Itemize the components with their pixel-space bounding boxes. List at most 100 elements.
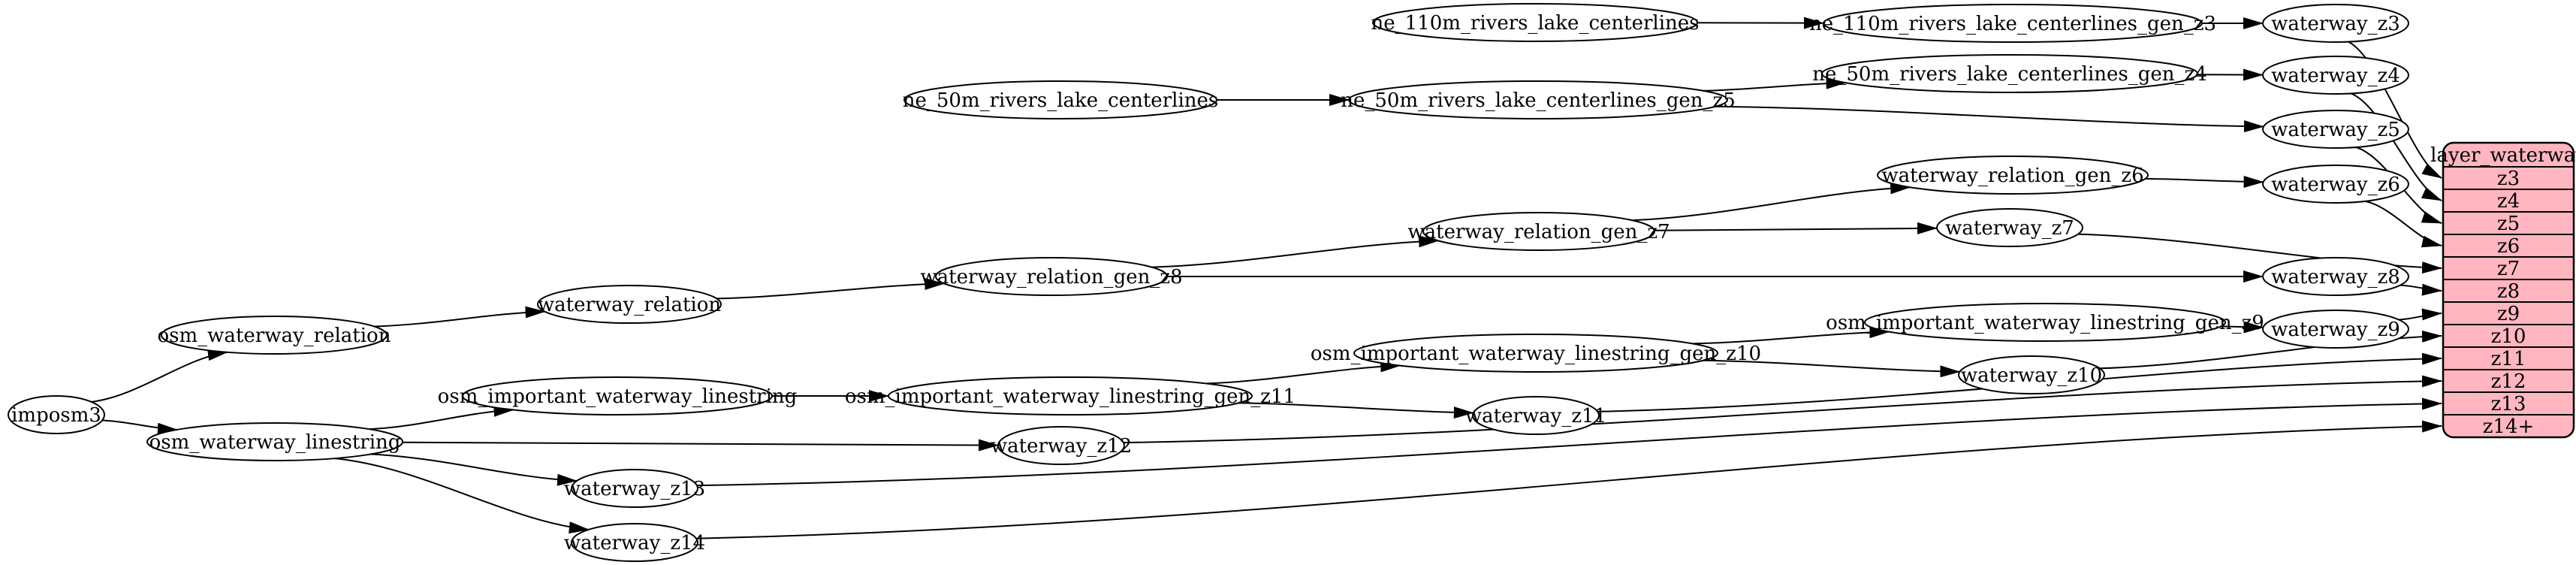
node-label-ne_110m_rivers_lake_centerlines_gen_z3: ne_110m_rivers_lake_centerlines_gen_z3 bbox=[1809, 13, 2216, 35]
node-label-waterway_z8: waterway_z8 bbox=[2271, 266, 2400, 289]
table-row-z10: z10 bbox=[2491, 325, 2526, 348]
edge-waterway_relation_gen_z8-to-waterway_relation_gen_z7 bbox=[1151, 235, 1440, 268]
node-waterway_relation_gen_z6: waterway_relation_gen_z6 bbox=[1877, 156, 2149, 195]
node-label-osm_important_waterway_linestring: osm_important_waterway_linestring bbox=[438, 385, 798, 408]
node-label-waterway_z10: waterway_z10 bbox=[1961, 364, 2102, 387]
node-label-imposm3: imposm3 bbox=[11, 404, 101, 427]
edge-osm_important_waterway_linestring_gen_z11-to-waterway_z11 bbox=[1238, 402, 1474, 419]
node-ne_50m_rivers_lake_centerlines_gen_z4: ne_50m_rivers_lake_centerlines_gen_z4 bbox=[1812, 54, 2207, 93]
node-waterway_z9: waterway_z9 bbox=[2262, 310, 2409, 349]
edge-osm_waterway_relation-to-waterway_relation bbox=[374, 306, 546, 328]
node-waterway_z12: waterway_z12 bbox=[991, 426, 1132, 465]
edge-osm_waterway_linestring-to-waterway_z12 bbox=[402, 439, 999, 452]
table-row-z12: z12 bbox=[2491, 370, 2526, 393]
node-label-ne_50m_rivers_lake_centerlines: ne_50m_rivers_lake_centerlines bbox=[903, 89, 1218, 112]
node-label-ne_110m_rivers_lake_centerlines: ne_110m_rivers_lake_centerlines bbox=[1371, 12, 1699, 35]
edge-ne_50m_rivers_lake_centerlines_gen_z5-to-waterway_z5 bbox=[1715, 105, 2264, 133]
nodes: imposm3 osm_waterway_relation osm_waterway… bbox=[8, 3, 2409, 562]
node-waterway_z6: waterway_z6 bbox=[2262, 165, 2409, 204]
node-waterway_relation_gen_z8: waterway_relation_gen_z8 bbox=[920, 257, 1183, 296]
table-row-z11: z11 bbox=[2491, 348, 2526, 370]
node-waterway_z11: waterway_z11 bbox=[1465, 396, 1606, 435]
table-row-z9: z9 bbox=[2497, 303, 2520, 325]
edge-osm_waterway_linestring-to-waterway_z14 bbox=[334, 458, 590, 534]
table-row-z3: z3 bbox=[2497, 168, 2520, 190]
edge-waterway_z14-to-layer_waterway-z14+ bbox=[696, 420, 2442, 539]
node-label-osm_important_waterway_linestring_gen_z11: osm_important_waterway_linestring_gen_z1… bbox=[845, 385, 1296, 408]
node-label-waterway_z12: waterway_z12 bbox=[991, 435, 1132, 458]
node-label-osm_important_waterway_linestring_gen_z10: osm_important_waterway_linestring_gen_z1… bbox=[1311, 343, 1761, 365]
node-label-waterway_z6: waterway_z6 bbox=[2271, 174, 2400, 196]
node-waterway_z14: waterway_z14 bbox=[564, 523, 705, 562]
table-row-z13: z13 bbox=[2491, 393, 2526, 415]
node-waterway_z10: waterway_z10 bbox=[1958, 355, 2105, 394]
edge-osm_waterway_linestring-to-osm_important_waterway_linestring bbox=[369, 404, 514, 431]
node-waterway_z5: waterway_z5 bbox=[2262, 110, 2409, 149]
node-label-waterway_z5: waterway_z5 bbox=[2271, 119, 2400, 141]
node-label-waterway_z4: waterway_z4 bbox=[2271, 65, 2400, 87]
edge-osm_important_waterway_linestring_gen_z10-to-waterway_z10 bbox=[1703, 359, 1961, 378]
edge-waterway_z9-to-layer_waterway-z9 bbox=[2398, 308, 2442, 321]
node-waterway_z8: waterway_z8 bbox=[2262, 257, 2409, 296]
edge-ne_50m_rivers_lake_centerlines_gen_z5-to-ne_50m_rivers_lake_centerlines_gen_z4 bbox=[1703, 77, 1847, 92]
table-row-z4: z4 bbox=[2497, 190, 2520, 213]
node-label-ne_50m_rivers_lake_centerlines_gen_z5: ne_50m_rivers_lake_centerlines_gen_z5 bbox=[1341, 89, 1736, 112]
edge-waterway_relation_gen_z7-to-waterway_relation_gen_z6 bbox=[1632, 182, 1911, 222]
edges bbox=[91, 17, 2442, 539]
node-waterway_z13: waterway_z13 bbox=[564, 469, 705, 508]
node-waterway_z3: waterway_z3 bbox=[2262, 4, 2409, 43]
table-row-z8: z8 bbox=[2497, 280, 2520, 303]
node-waterway_relation: waterway_relation bbox=[537, 285, 722, 324]
edge-waterway_z8-to-layer_waterway-z8 bbox=[2400, 283, 2442, 296]
node-label-ne_50m_rivers_lake_centerlines_gen_z4: ne_50m_rivers_lake_centerlines_gen_z4 bbox=[1812, 63, 2207, 86]
table-row-z7: z7 bbox=[2497, 258, 2520, 280]
node-ne_50m_rivers_lake_centerlines: ne_50m_rivers_lake_centerlines bbox=[903, 80, 1218, 119]
edge-waterway_relation-to-waterway_relation_gen_z8 bbox=[716, 278, 946, 300]
node-waterway_relation_gen_z7: waterway_relation_gen_z7 bbox=[1407, 212, 1670, 251]
edge-osm_important_waterway_linestring_gen_z11-to-osm_important_waterway_linestring_gen_z10 bbox=[1205, 360, 1401, 385]
node-osm_waterway_linestring: osm_waterway_linestring bbox=[146, 422, 403, 461]
node-label-osm_waterway_relation: osm_waterway_relation bbox=[158, 325, 391, 347]
table-title: layer_waterway bbox=[2430, 144, 2576, 167]
node-osm_important_waterway_linestring_gen_z11: osm_important_waterway_linestring_gen_z1… bbox=[845, 376, 1296, 415]
edge-osm_important_waterway_linestring_gen_z9-to-waterway_z9 bbox=[2221, 321, 2264, 334]
edge-waterway_z6-to-layer_waterway-z6 bbox=[2365, 200, 2442, 248]
edge-waterway_z4-to-layer_waterway-z4 bbox=[2351, 92, 2442, 201]
node-label-waterway_relation_gen_z7: waterway_relation_gen_z7 bbox=[1407, 221, 1670, 243]
node-ne_110m_rivers_lake_centerlines: ne_110m_rivers_lake_centerlines bbox=[1371, 3, 1700, 42]
edge-waterway_z3-to-layer_waterway-z3 bbox=[2348, 41, 2442, 179]
node-waterway_z7: waterway_z7 bbox=[1936, 208, 2083, 247]
node-ne_50m_rivers_lake_centerlines_gen_z5: ne_50m_rivers_lake_centerlines_gen_z5 bbox=[1341, 80, 1736, 119]
node-label-waterway_z9: waterway_z9 bbox=[2271, 319, 2400, 341]
table-row-z14+: z14+ bbox=[2483, 415, 2535, 438]
edge-waterway_z12-to-layer_waterway-z12 bbox=[1123, 375, 2442, 444]
layer-waterway-table: layer_waterwayz3z4z5z6z7z8z9z10z11z12z13… bbox=[2430, 141, 2576, 439]
edge-waterway_z13-to-layer_waterway-z13 bbox=[696, 397, 2442, 487]
node-label-osm_waterway_linestring: osm_waterway_linestring bbox=[149, 431, 401, 454]
node-label-waterway_z14: waterway_z14 bbox=[564, 532, 705, 554]
edge-waterway_relation_gen_z7-to-waterway_z7 bbox=[1654, 222, 1938, 234]
node-osm_important_waterway_linestring_gen_z9: osm_important_waterway_linestring_gen_z9 bbox=[1826, 303, 2264, 342]
node-label-waterway_z11: waterway_z11 bbox=[1465, 405, 1606, 428]
edge-waterway_relation_gen_z6-to-waterway_z6 bbox=[2145, 176, 2264, 189]
node-label-osm_important_waterway_linestring_gen_z9: osm_important_waterway_linestring_gen_z9 bbox=[1826, 312, 2264, 334]
node-waterway_z4: waterway_z4 bbox=[2262, 56, 2409, 95]
node-ne_110m_rivers_lake_centerlines_gen_z3: ne_110m_rivers_lake_centerlines_gen_z3 bbox=[1809, 4, 2216, 43]
node-label-waterway_relation_gen_z6: waterway_relation_gen_z6 bbox=[1881, 165, 2143, 187]
node-label-waterway_z7: waterway_z7 bbox=[1945, 217, 2074, 240]
node-imposm3: imposm3 bbox=[8, 395, 105, 434]
node-label-waterway_z3: waterway_z3 bbox=[2271, 13, 2400, 35]
table-row-z5: z5 bbox=[2497, 213, 2520, 235]
table-row-z6: z6 bbox=[2497, 235, 2520, 258]
edge-osm_important_waterway_linestring_gen_z10-to-osm_important_waterway_linestring_gen_z9 bbox=[1692, 326, 1890, 345]
edge-imposm3-to-osm_waterway_relation bbox=[91, 349, 228, 403]
node-osm_important_waterway_linestring: osm_important_waterway_linestring bbox=[438, 376, 798, 415]
edge-imposm3-to-osm_waterway_linestring bbox=[101, 419, 178, 435]
node-label-waterway_relation: waterway_relation bbox=[538, 294, 722, 316]
node-osm_waterway_relation: osm_waterway_relation bbox=[158, 316, 391, 355]
edge-osm_waterway_linestring-to-waterway_z13 bbox=[370, 453, 578, 486]
node-osm_important_waterway_linestring_gen_z10: osm_important_waterway_linestring_gen_z1… bbox=[1311, 334, 1761, 373]
node-label-waterway_z13: waterway_z13 bbox=[564, 478, 705, 500]
